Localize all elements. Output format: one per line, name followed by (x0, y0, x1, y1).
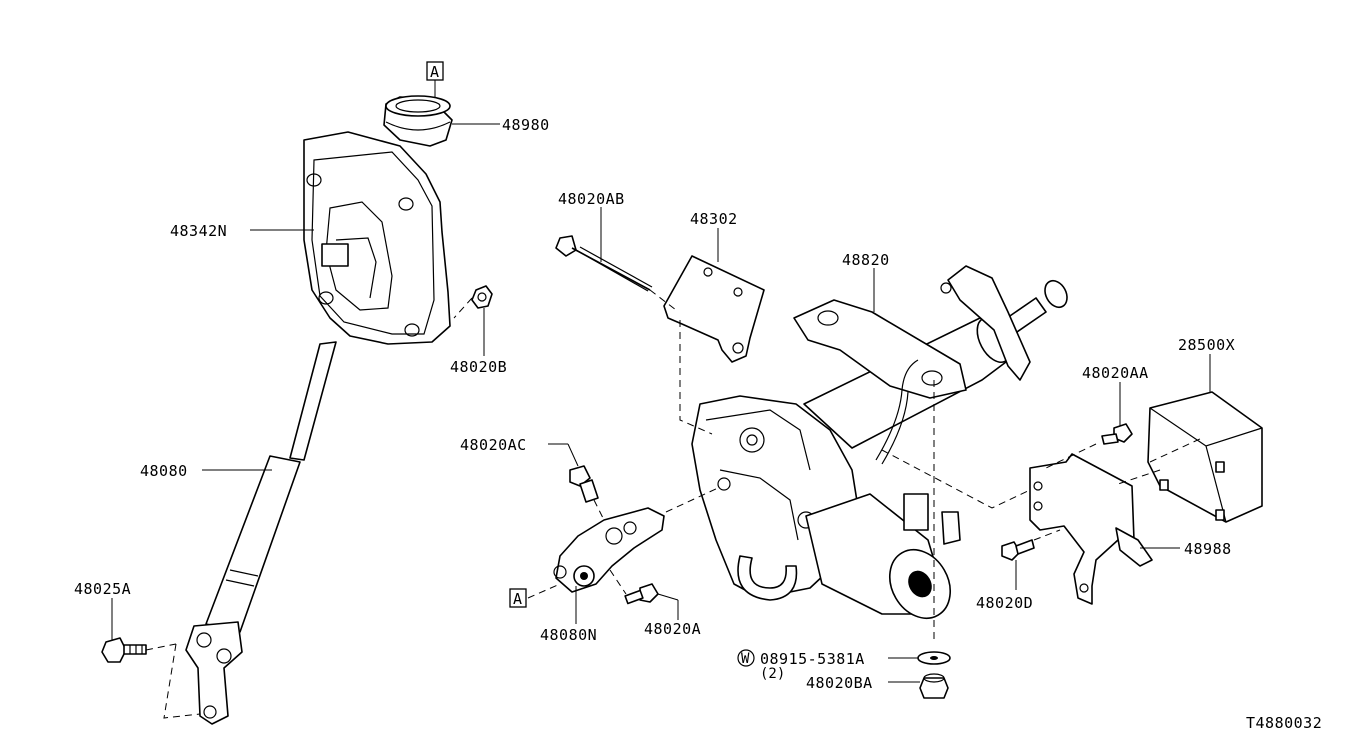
part-48020AA-bolt (1101, 423, 1133, 445)
part-48988-bracket (1029, 453, 1153, 605)
callout-box-A-bottom: A (509, 588, 527, 608)
part-48080N-joint (553, 507, 665, 593)
part-48020BA-nut (919, 673, 949, 699)
part-28500X-control-unit (1147, 391, 1263, 523)
label-48020A: 48020A (644, 620, 701, 638)
label-28500X: 28500X (1178, 336, 1235, 354)
washer-symbol: W (741, 651, 750, 667)
part-48020AB-bolt (555, 235, 653, 292)
label-08915-5381A: 08915-5381A (760, 650, 865, 668)
label-48820: 48820 (842, 251, 890, 269)
label-48080N: 48080N (540, 626, 597, 644)
part-48980-boot (383, 95, 453, 147)
label-48025A: 48025A (74, 580, 131, 598)
label-48020AB: 48020AB (558, 190, 625, 208)
part-48020A-bolt (624, 583, 659, 605)
label-48020BA: 48020BA (806, 674, 873, 692)
assembly-lines (145, 289, 1203, 719)
part-48025A-bolt (101, 637, 147, 663)
label-48020AC: 48020AC (460, 436, 527, 454)
part-48020B-nut (471, 285, 493, 309)
part-48080-shaft (185, 341, 337, 725)
label-08915-quantity: (2) (760, 666, 785, 682)
part-48302-bracket (663, 255, 765, 363)
part-08915-washer (917, 651, 951, 665)
callout-A-top-text: A (430, 63, 440, 81)
part-48342N-seal (303, 131, 451, 345)
drawing-number: T4880032 (1246, 714, 1322, 732)
callout-box-A-top: A (426, 61, 444, 81)
label-48302: 48302 (690, 210, 738, 228)
part-48020AC-bolt (569, 465, 599, 503)
callout-A-bottom-text: A (513, 590, 523, 608)
label-48020B: 48020B (450, 358, 507, 376)
label-48988: 48988 (1184, 540, 1232, 558)
part-column-assembly (691, 265, 1068, 619)
leader-lines (111, 80, 1211, 683)
part-48020D-bolt (1001, 539, 1035, 561)
label-48342N: 48342N (170, 222, 227, 240)
label-48980: 48980 (502, 116, 550, 134)
label-48020D: 48020D (976, 594, 1033, 612)
label-48020AA: 48020AA (1082, 364, 1149, 382)
label-48080: 48080 (140, 462, 188, 480)
washer-callout: W 08915-5381A (2) (737, 649, 865, 682)
